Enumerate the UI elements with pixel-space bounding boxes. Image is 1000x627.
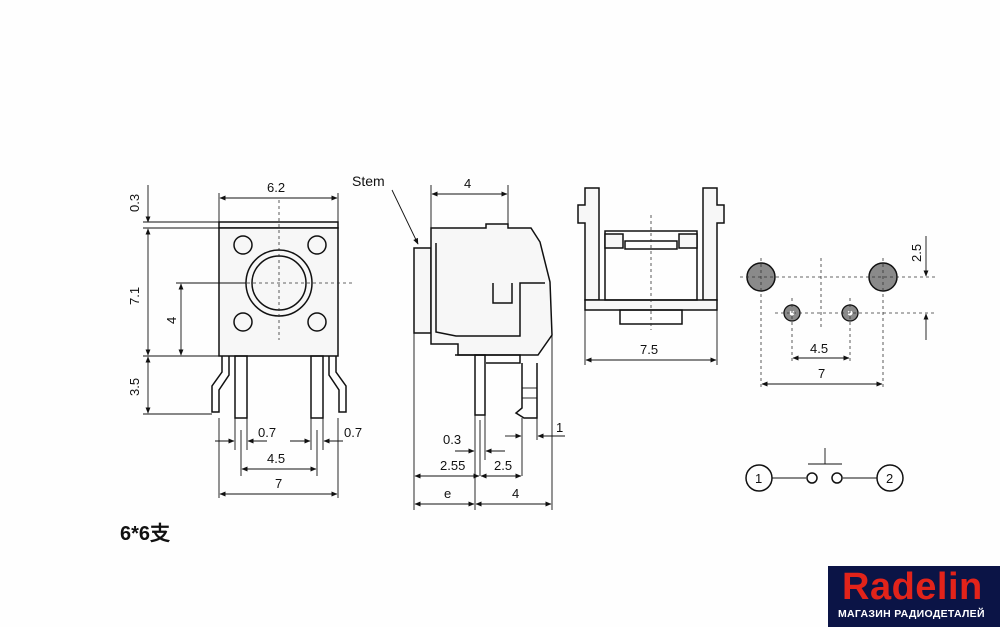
side-view: Stem 4 0.3 1 2.55 2.5 e 4 bbox=[352, 173, 565, 510]
dim-front-button-height: 4 bbox=[164, 317, 179, 324]
dim-side-e: e bbox=[444, 486, 451, 501]
terminal-2-label: 2 bbox=[886, 471, 893, 486]
dim-side-offset-a: 0.3 bbox=[443, 432, 461, 447]
terminal-1-label: 1 bbox=[755, 471, 762, 486]
dim-front-pin-width-right: 0.7 bbox=[344, 425, 362, 440]
dim-back-width: 7.5 bbox=[640, 342, 658, 357]
dim-footprint-small-pitch: 4.5 bbox=[810, 341, 828, 356]
dim-front-top-height: 0.3 bbox=[127, 194, 142, 212]
logo-brand: Radelin bbox=[842, 566, 983, 608]
dim-footprint-large-pitch: 7 bbox=[818, 366, 825, 381]
dim-side-tip: 1 bbox=[556, 420, 563, 435]
dim-side-offset-b: 2.55 bbox=[440, 458, 465, 473]
dim-front-pin-width-left: 0.7 bbox=[258, 425, 276, 440]
dim-side-offset-c: 2.5 bbox=[494, 458, 512, 473]
dim-side-depth: 4 bbox=[512, 486, 519, 501]
dim-front-lead-height: 3.5 bbox=[127, 378, 142, 396]
model-label: 6*6支 bbox=[120, 521, 171, 545]
dim-front-width-top: 6.2 bbox=[267, 180, 285, 195]
front-view: 6.2 0.3 7.1 3.5 4 0.7 0.7 bbox=[127, 180, 362, 498]
dim-front-pin-pitch: 4.5 bbox=[267, 451, 285, 466]
dim-side-stem-width: 4 bbox=[464, 176, 471, 191]
dim-front-body-width: 7 bbox=[275, 476, 282, 491]
switch-schematic: 1 2 bbox=[745, 448, 904, 492]
radelin-logo: Radelin МАГАЗИН РАДИОДЕТАЛЕЙ bbox=[828, 566, 1000, 627]
footprint-view: 2.5 4.5 7 bbox=[740, 236, 935, 390]
back-view: 7.5 bbox=[577, 187, 725, 365]
logo-tagline: МАГАЗИН РАДИОДЕТАЛЕЙ bbox=[838, 608, 985, 620]
stem-label: Stem bbox=[352, 173, 385, 189]
dim-front-body-height: 7.1 bbox=[127, 287, 142, 305]
dim-footprint-row-spacing: 2.5 bbox=[909, 244, 924, 262]
